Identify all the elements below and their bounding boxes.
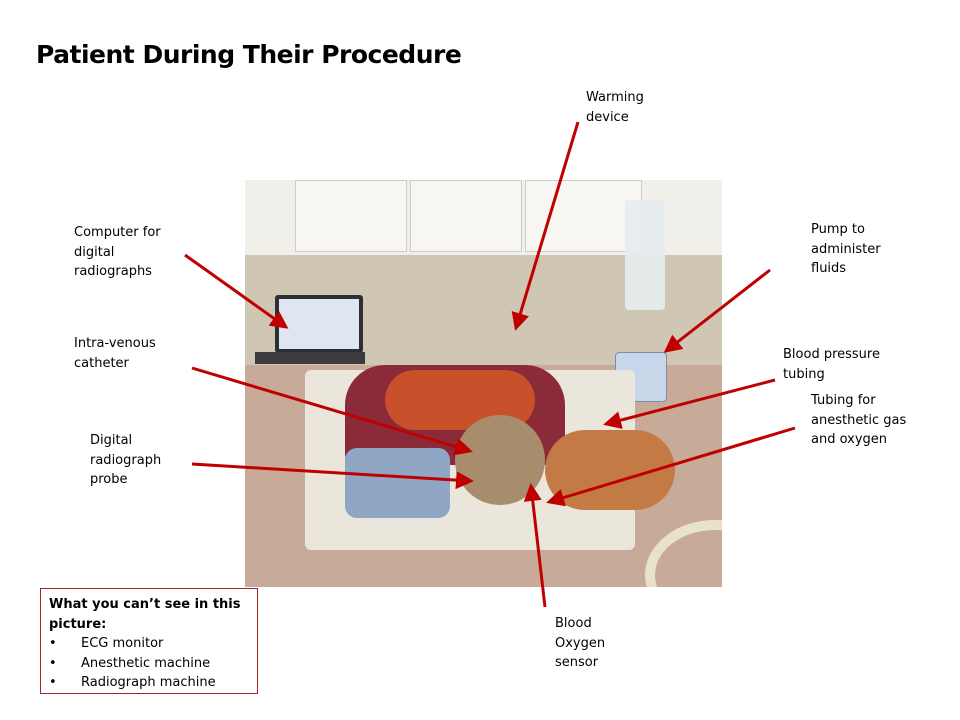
label-fluid-pump: Pump to administer fluids	[811, 222, 881, 276]
unseen-item: ECG monitor	[49, 634, 249, 654]
unseen-item: Anesthetic machine	[49, 654, 249, 674]
slide-title: Patient During Their Procedure	[36, 40, 462, 69]
unseen-item: Radiograph machine	[49, 673, 249, 693]
label-radiograph-probe: Digital radiograph probe	[90, 433, 162, 487]
label-iv-catheter: Intra-venous catheter	[74, 336, 156, 371]
unseen-equipment-box: What you can’t see in this picture: ECG …	[40, 588, 258, 694]
label-anesthetic-tubing: Tubing for anesthetic gas and oxygen	[811, 393, 907, 447]
label-warming-device: Warming device	[586, 90, 644, 125]
procedure-photo	[245, 180, 722, 587]
label-bp-tubing: Blood pressure tubing	[783, 347, 880, 382]
unseen-heading: What you can’t see in this picture:	[49, 597, 241, 632]
label-oxygen-sensor: Blood Oxygen sensor	[555, 616, 606, 670]
label-computer: Computer for digital radiographs	[74, 225, 161, 279]
